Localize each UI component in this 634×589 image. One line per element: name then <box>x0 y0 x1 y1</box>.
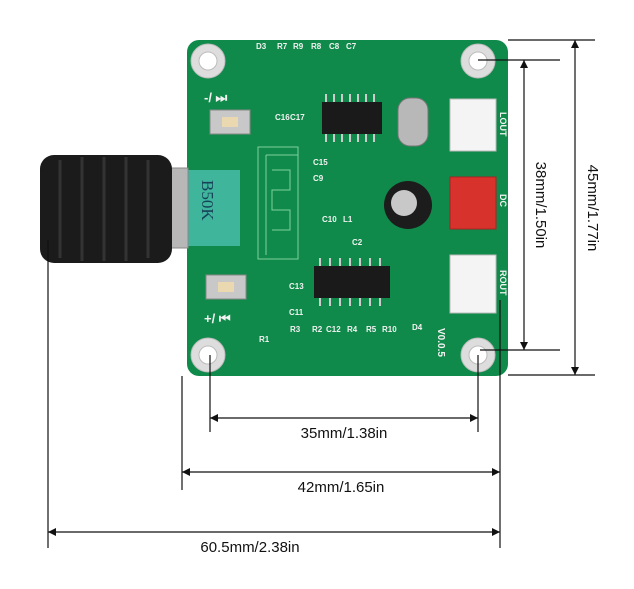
label-c8: C8 <box>329 42 340 51</box>
label-r10: R10 <box>382 325 397 334</box>
dim-board-height: 45mm/1.77in <box>584 165 601 252</box>
label-r5: R5 <box>366 325 377 334</box>
label-next: -/ ⏭ <box>204 90 228 105</box>
connector-dc <box>449 176 497 230</box>
label-r2: R2 <box>312 325 323 334</box>
label-d3: D3 <box>256 42 267 51</box>
dim-hole-spacing-width: 35mm/1.38in <box>301 425 388 442</box>
connector-rout <box>449 254 497 314</box>
antenna-trace <box>257 146 299 260</box>
label-dc: DC <box>498 194 508 207</box>
label-r9: R9 <box>293 42 304 51</box>
dim-hole-spacing-height: 38mm/1.50in <box>532 162 549 249</box>
label-c16: C16 <box>275 113 290 122</box>
label-r7: R7 <box>277 42 288 51</box>
crystal-oscillator <box>397 97 429 147</box>
button-prev[interactable] <box>205 274 247 300</box>
pot-label: B50K <box>198 180 217 221</box>
label-version: V0.0.5 <box>435 328 446 357</box>
label-c9: C9 <box>313 174 324 183</box>
label-r4: R4 <box>347 325 358 334</box>
label-r8: R8 <box>311 42 322 51</box>
button-next[interactable] <box>209 109 251 135</box>
connector-lout <box>449 98 497 152</box>
label-c13: C13 <box>289 282 304 291</box>
label-c10: C10 <box>322 215 337 224</box>
label-lout: LOUT <box>498 112 508 137</box>
dim-board-width: 42mm/1.65in <box>298 479 385 496</box>
knob-icon[interactable] <box>40 155 172 263</box>
potentiometer[interactable]: B50K <box>40 155 240 263</box>
ic-chip-bottom <box>314 258 390 306</box>
label-r3: R3 <box>290 325 301 334</box>
electrolytic-capacitor <box>384 181 432 229</box>
label-c2: C2 <box>352 238 363 247</box>
label-prev: +/ ⏮ <box>204 311 231 326</box>
label-r1: R1 <box>259 335 270 344</box>
label-d4: D4 <box>412 323 423 332</box>
dim-total-width: 60.5mm/2.38in <box>200 539 299 556</box>
label-c15: C15 <box>313 158 328 167</box>
dimension-lines <box>47 39 595 548</box>
ic-chip-top <box>322 94 382 142</box>
label-c12: C12 <box>326 325 341 334</box>
label-c11: C11 <box>289 308 304 317</box>
label-c7: C7 <box>346 42 357 51</box>
label-c17: C17 <box>290 113 305 122</box>
label-l1: L1 <box>343 215 353 224</box>
label-rout: ROUT <box>498 270 508 296</box>
